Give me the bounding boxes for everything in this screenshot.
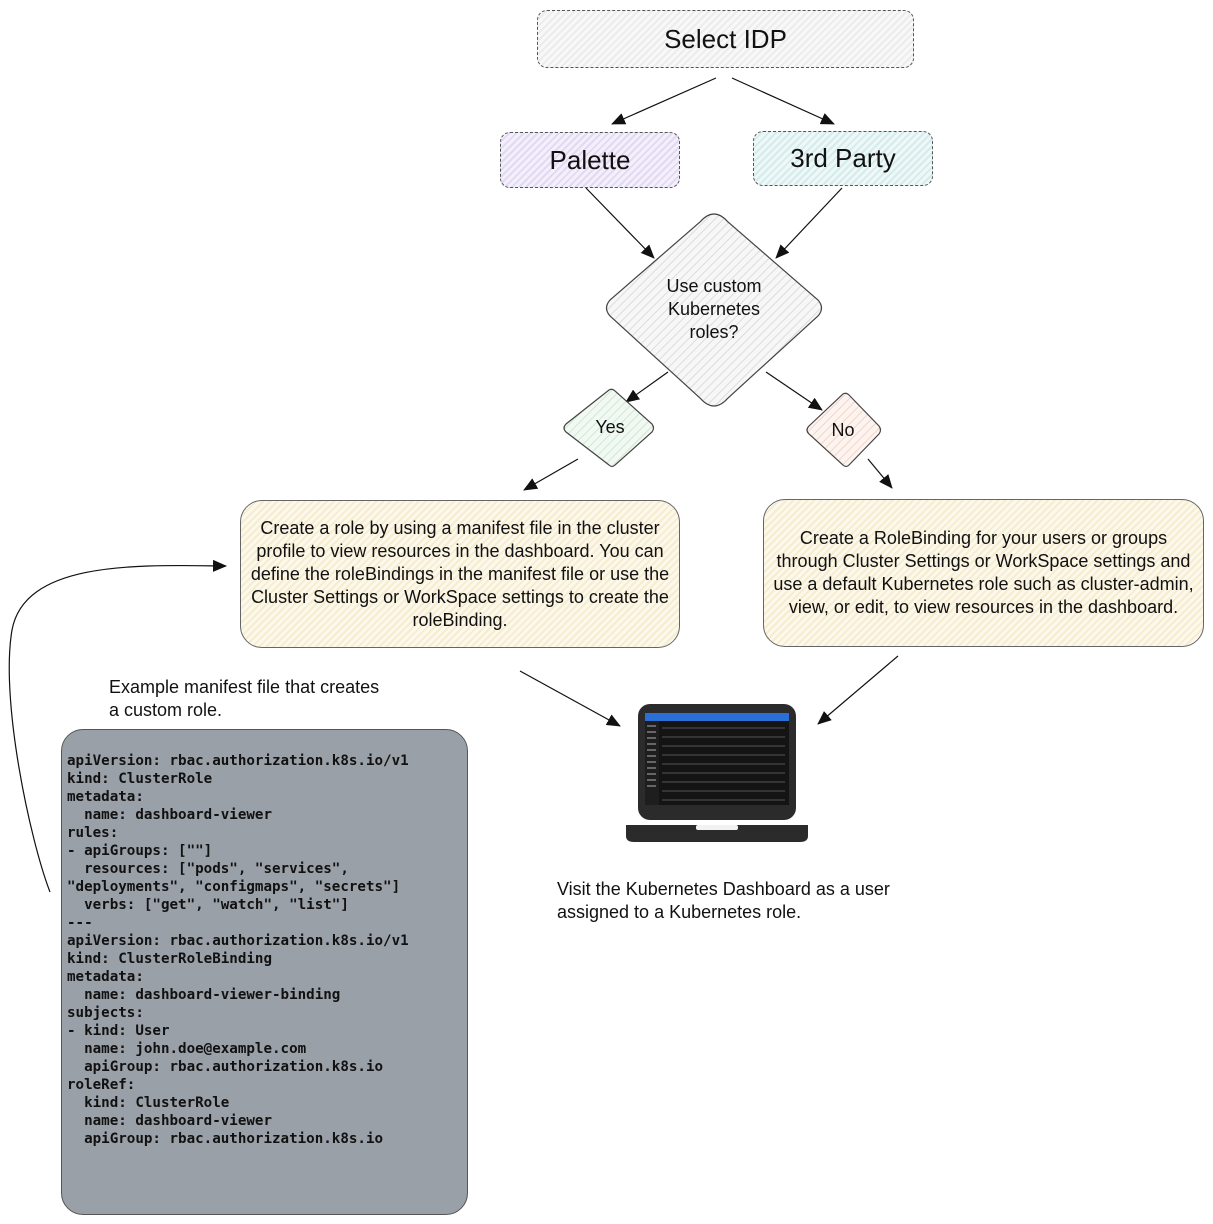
- yes-diamond: [563, 388, 655, 468]
- code-line: subjects:: [67, 1005, 144, 1021]
- arrow-rolebinding-to-dashboard: [817, 655, 899, 725]
- select-idp-label: Select IDP: [664, 23, 787, 54]
- code-line: name: john.doe@example.com: [67, 1041, 307, 1057]
- dashboard-caption: Visit the Kubernetes Dashboard as a user…: [557, 878, 890, 924]
- select-idp-node: Select IDP: [537, 10, 914, 68]
- decision-line-3: roles?: [689, 322, 739, 342]
- code-line: name: dashboard-viewer: [67, 807, 272, 823]
- decision-label: Use custom Kubernetes roles?: [634, 275, 794, 344]
- code-line: metadata:: [67, 969, 144, 985]
- custom-role-box: Create a role by using a manifest file i…: [240, 500, 680, 648]
- code-line: name: dashboard-viewer-binding: [67, 987, 341, 1003]
- decision-line-2: Kubernetes: [667, 299, 761, 319]
- code-line: name: dashboard-viewer: [67, 1113, 272, 1129]
- code-line: ---: [67, 915, 93, 931]
- code-line: apiGroup: rbac.authorization.k8s.io: [67, 1131, 384, 1147]
- code-line: kind: ClusterRoleBinding: [67, 951, 272, 967]
- arrow-no-to-rolebinding: [867, 458, 893, 489]
- palette-label: Palette: [549, 144, 631, 175]
- code-line: - apiGroups: [""]: [67, 843, 213, 859]
- manifest-caption-line-1: Example manifest file that creates: [109, 677, 380, 697]
- manifest-caption-line-2: a custom role.: [109, 700, 223, 720]
- code-line: - kind: User: [67, 1023, 170, 1039]
- arrow-yes-to-custom-role: [523, 458, 579, 491]
- code-line: kind: ClusterRole: [67, 1095, 230, 1111]
- code-line: apiGroup: rbac.authorization.k8s.io: [67, 1059, 384, 1075]
- code-line: metadata:: [67, 789, 144, 805]
- code-line: apiVersion: rbac.authorization.k8s.io/v1: [67, 933, 409, 949]
- arrow-custom-role-to-dashboard: [519, 670, 621, 727]
- palette-node: Palette: [500, 132, 680, 188]
- decision-diamond: [605, 213, 823, 407]
- third-party-label: 3rd Party: [790, 143, 896, 173]
- code-line: roleRef:: [67, 1077, 136, 1093]
- code-line: rules:: [67, 825, 119, 841]
- code-line: kind: ClusterRole: [67, 771, 213, 787]
- rolebinding-box: Create a RoleBinding for your users or g…: [763, 499, 1204, 647]
- third-party-node: 3rd Party: [753, 131, 933, 186]
- rolebinding-text: Create a RoleBinding for your users or g…: [773, 528, 1194, 617]
- no-label: No: [831, 420, 855, 440]
- code-line: verbs: ["get", "watch", "list"]: [67, 897, 349, 913]
- manifest-caption: Example manifest file that creates a cus…: [109, 676, 379, 722]
- manifest-code-block: apiVersion: rbac.authorization.k8s.io/v1…: [61, 729, 468, 1215]
- arrow-manifest-to-custom-role: [8, 559, 227, 893]
- arrow-select-to-third-party: [731, 77, 835, 125]
- code-line: resources: ["pods", "services",: [67, 861, 349, 877]
- arrow-decision-to-yes: [625, 371, 669, 403]
- arrow-palette-to-decision: [585, 187, 655, 259]
- no-diamond: [806, 392, 882, 468]
- custom-role-text: Create a role by using a manifest file i…: [250, 517, 670, 630]
- code-line: apiVersion: rbac.authorization.k8s.io/v1: [67, 753, 409, 769]
- laptop-icon: [626, 704, 808, 842]
- code-line: "deployments", "configmaps", "secrets"]: [67, 879, 401, 895]
- arrow-select-to-palette: [611, 77, 717, 125]
- dashboard-caption-line-2: assigned to a Kubernetes role.: [557, 902, 802, 922]
- yes-label: Yes: [595, 417, 625, 437]
- arrow-decision-to-no: [765, 371, 823, 411]
- arrow-third-party-to-decision: [775, 187, 843, 259]
- dashboard-caption-line-1: Visit the Kubernetes Dashboard as a user: [557, 879, 890, 899]
- manifest-code: apiVersion: rbac.authorization.k8s.io/v1…: [67, 752, 467, 1148]
- decision-line-1: Use custom: [666, 276, 762, 296]
